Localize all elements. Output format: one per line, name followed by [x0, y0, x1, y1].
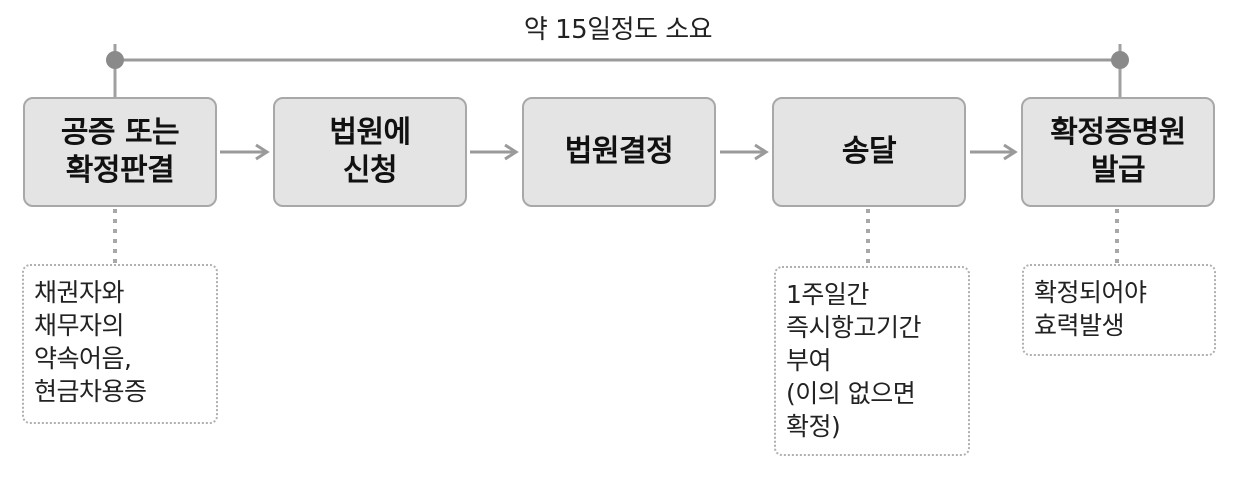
step-label: 확정증명원 발급	[1050, 115, 1186, 188]
timeline-end-dot	[1111, 51, 1129, 69]
arrow-4	[970, 143, 1018, 161]
arrow-1	[220, 143, 270, 161]
step-label: 공증 또는 확정판결	[60, 115, 180, 188]
arrow-3	[720, 143, 769, 161]
note-certificate: 확정되어야 효력발생	[1022, 264, 1216, 356]
note-service: 1주일간 즉시항고기간 부여 (이의 없으면 확정)	[774, 266, 970, 456]
timeline-label: 약 15일정도 소요	[523, 15, 713, 45]
timeline-start-dot	[106, 51, 124, 69]
step-court-application: 법원에 신청	[273, 97, 467, 207]
arrow-2	[470, 143, 519, 161]
step-label: 송달	[841, 134, 897, 169]
step-label: 법원결정	[564, 134, 674, 169]
step-certificate-issuance: 확정증명원 발급	[1021, 97, 1215, 207]
step-label: 법원에 신청	[329, 115, 411, 188]
step-notarization-or-judgment: 공증 또는 확정판결	[23, 97, 217, 207]
note-notarization: 채권자와 채무자의 약속어음, 현금차용증	[22, 264, 218, 424]
step-court-decision: 법원결정	[522, 97, 716, 207]
step-service: 송달	[772, 97, 966, 207]
